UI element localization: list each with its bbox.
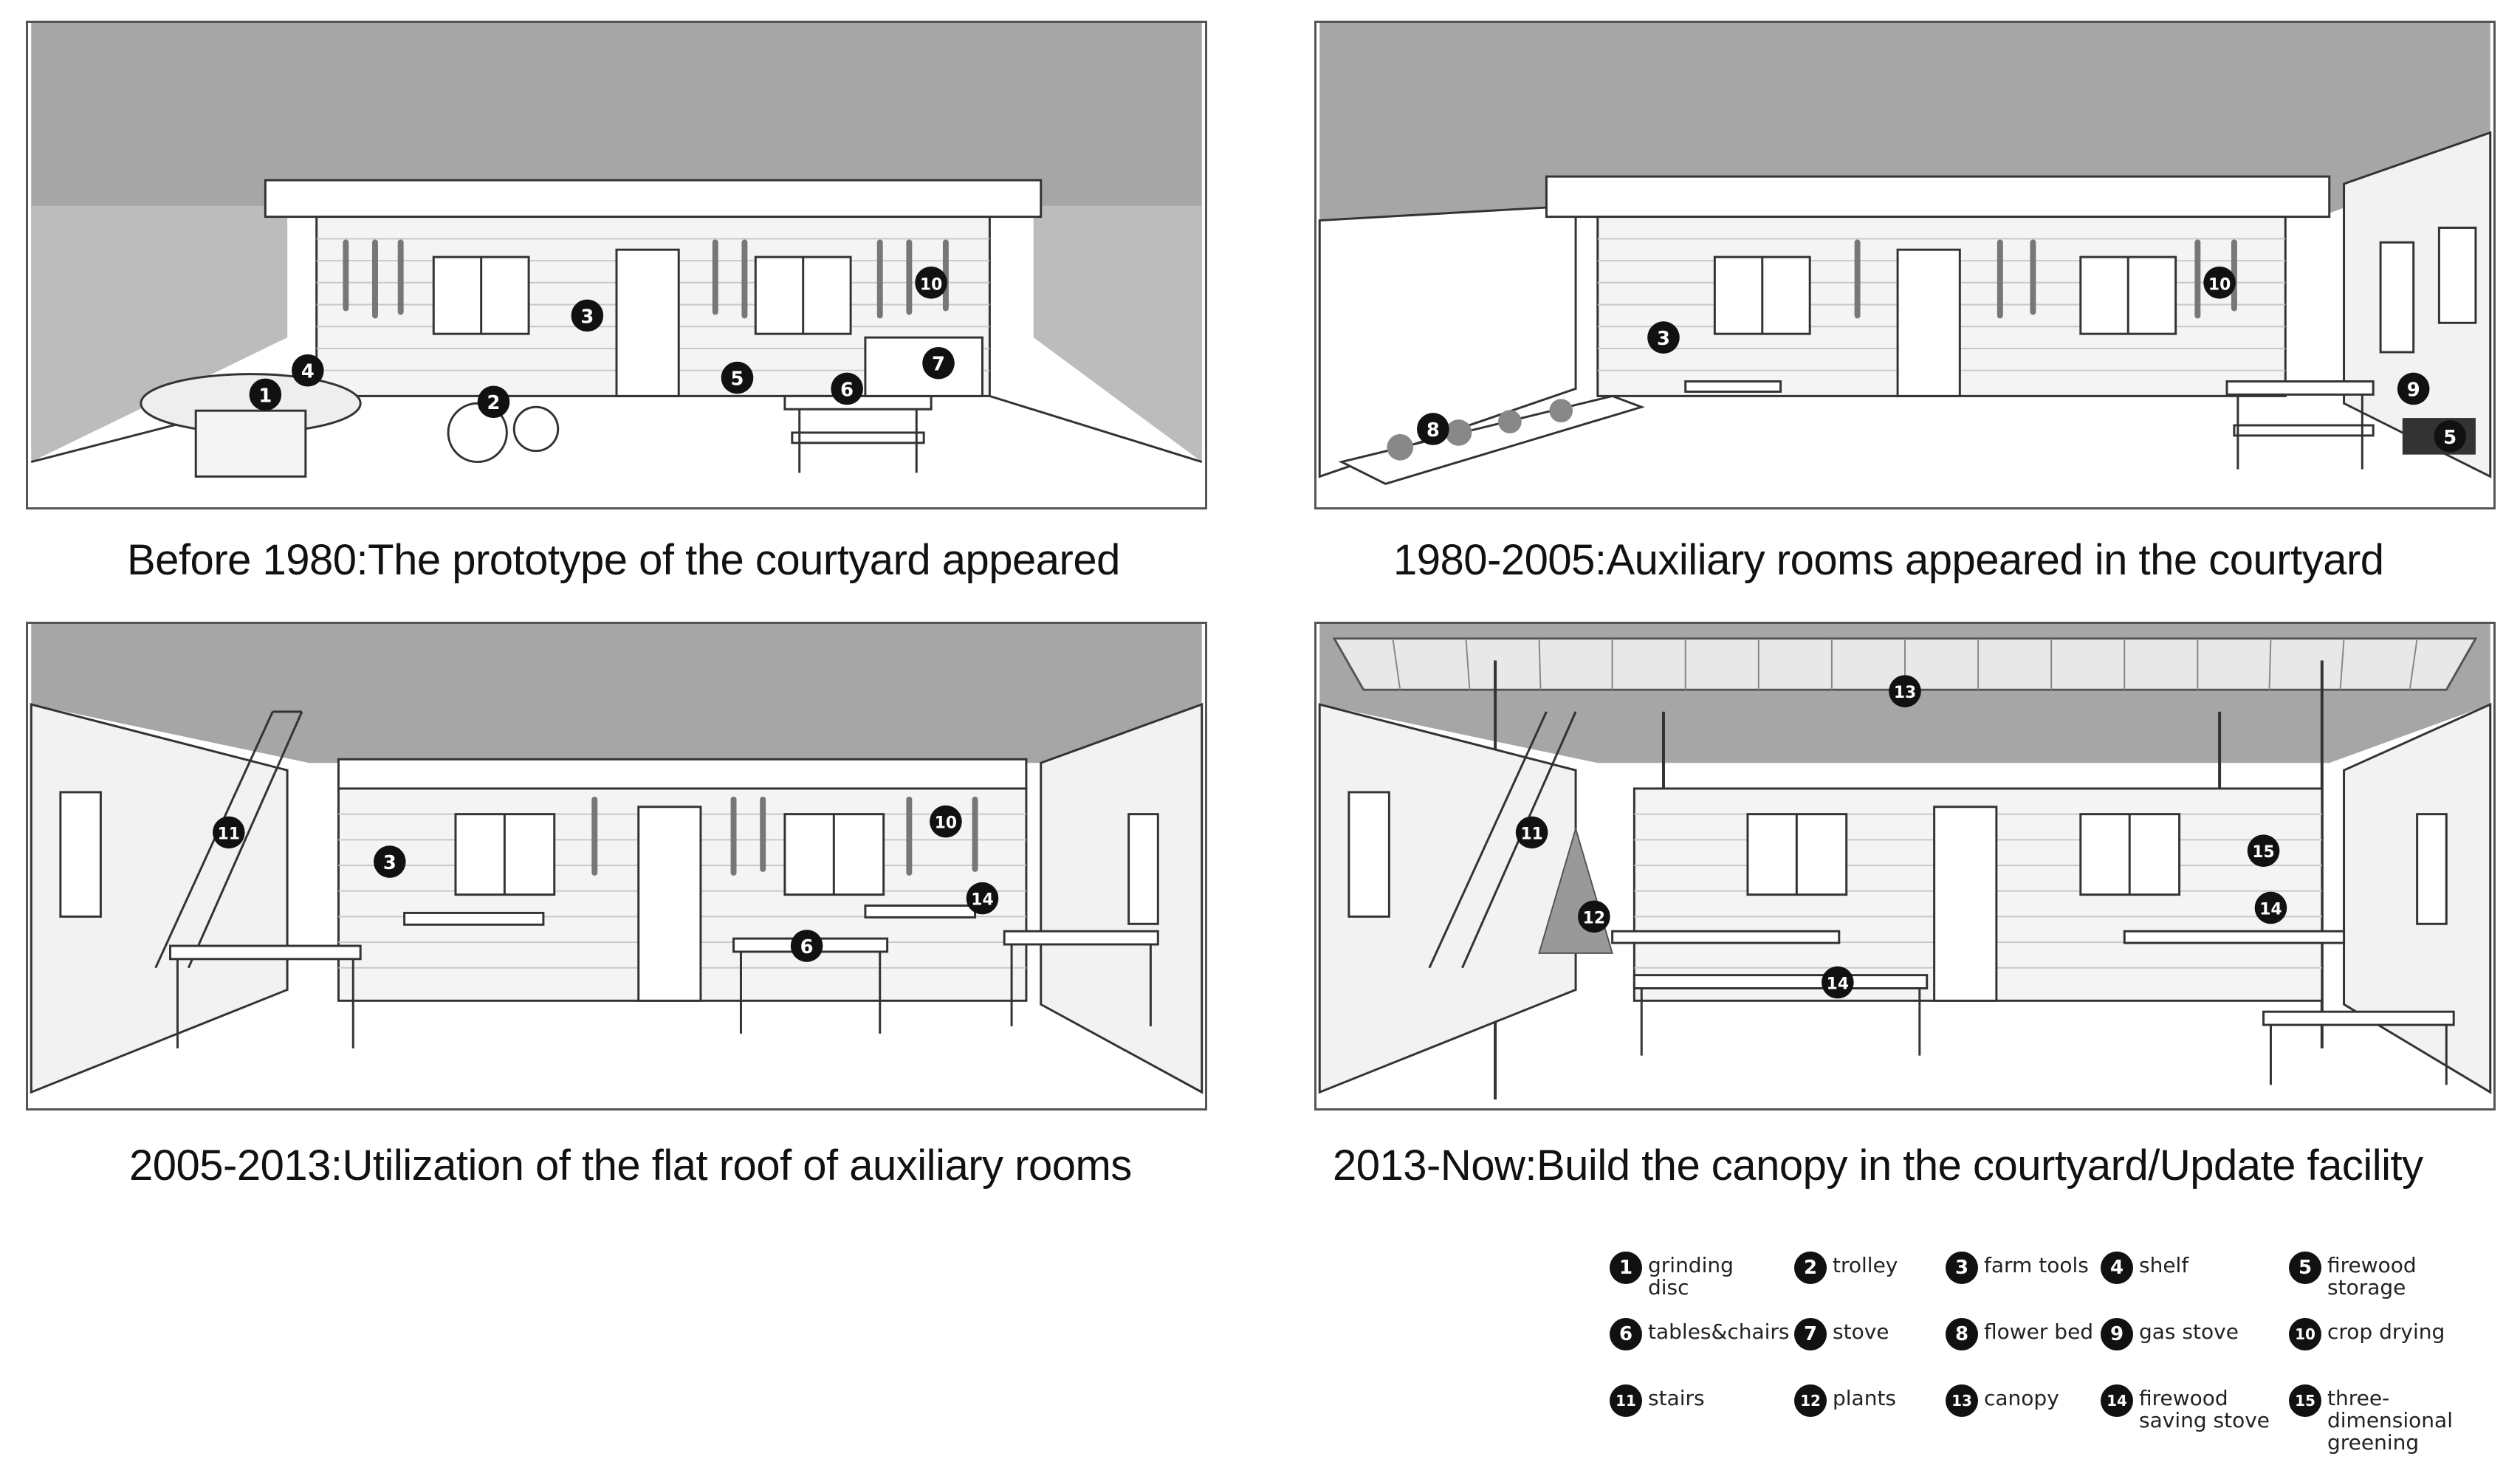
- legend-number: 14: [2101, 1384, 2133, 1417]
- legend-label: firewood saving stove: [2139, 1386, 2270, 1432]
- courtyard-illustration-4: 13 11 12 15 14 14: [1318, 624, 2492, 1108]
- legend-number: 5: [2289, 1252, 2321, 1284]
- legend-number: 10: [2289, 1318, 2321, 1350]
- marker-group-p3: 11 3 10 14 6: [213, 805, 999, 962]
- marker-11: 11: [1520, 825, 1542, 843]
- legend-number: 15: [2289, 1384, 2321, 1417]
- marker-14: 14: [2259, 900, 2282, 919]
- legend-number: 9: [2101, 1318, 2133, 1350]
- legend-number: 4: [2101, 1252, 2133, 1284]
- marker-10: 10: [920, 276, 942, 295]
- courtyard-illustration-1: 1 4 3 10 2 5 6 7: [30, 23, 1203, 507]
- marker-group-p1: 1 4 3 10 2 5 6 7: [249, 266, 955, 419]
- marker-2: 2: [487, 392, 501, 414]
- legend-number: 13: [1946, 1384, 1978, 1417]
- legend-item-shelf: 4 shelf: [2101, 1252, 2188, 1284]
- legend-number: 1: [1610, 1252, 1642, 1284]
- legend-label: flower bed: [1984, 1319, 2094, 1344]
- legend-label: farm tools: [1984, 1253, 2089, 1277]
- marker-10: 10: [935, 814, 957, 832]
- marker-1: 1: [258, 385, 272, 407]
- legend-number: 7: [1794, 1318, 1827, 1350]
- marker-5: 5: [731, 368, 744, 391]
- legend-item-firewood-saving-stove: 14 firewood saving stove: [2101, 1384, 2287, 1432]
- legend-label: three-dimensional greening: [2327, 1386, 2453, 1455]
- marker-15: 15: [2252, 843, 2274, 862]
- legend-number: 3: [1946, 1252, 1978, 1284]
- legend-label: stove: [1833, 1319, 1889, 1344]
- legend-number: 8: [1946, 1318, 1978, 1350]
- marker-8: 8: [1426, 419, 1440, 442]
- legend-item-three-dimensional-greening: 15 three-dimensional greening: [2289, 1384, 2496, 1454]
- marker-13: 13: [1894, 684, 1916, 702]
- marker-group-p4: 13 11 12 15 14 14: [1515, 675, 2287, 999]
- legend-label: gas stove: [2139, 1319, 2239, 1344]
- marker-6: 6: [840, 379, 854, 401]
- legend-label: firewood storage: [2327, 1253, 2417, 1300]
- legend-number: 11: [1610, 1384, 1642, 1417]
- caption-before-1980: Before 1980:The prototype of the courtya…: [127, 536, 1120, 584]
- legend-number: 12: [1794, 1384, 1827, 1417]
- legend-label: stairs: [1648, 1386, 1705, 1410]
- legend-label: shelf: [2139, 1253, 2189, 1277]
- legend-item-gas-stove: 9 gas stove: [2101, 1318, 2239, 1350]
- panel-1980-2005: 3 10 8 9 5: [1314, 21, 2496, 509]
- legend-label: plants: [1833, 1386, 1897, 1410]
- courtyard-illustration-2: 3 10 8 9 5: [1318, 23, 2492, 507]
- legend-label: trolley: [1833, 1253, 1898, 1277]
- legend-label: crop drying: [2327, 1319, 2445, 1344]
- panel-before-1980: 1 4 3 10 2 5 6 7: [26, 21, 1207, 509]
- marker-10: 10: [2208, 276, 2231, 295]
- marker-6: 6: [800, 936, 814, 958]
- legend-item-crop-drying: 10 crop drying: [2289, 1318, 2445, 1350]
- legend-item-stairs: 11 stairs: [1610, 1384, 1705, 1417]
- marker-3: 3: [383, 852, 396, 874]
- caption-2013-now: 2013-Now:Build the canopy in the courtya…: [1333, 1142, 2423, 1190]
- marker-4: 4: [301, 361, 315, 383]
- marker-3: 3: [580, 306, 594, 328]
- legend-label: grinding disc: [1648, 1253, 1734, 1300]
- legend-label: tables&chairs: [1648, 1319, 1790, 1344]
- caption-1980-2005: 1980-2005:Auxiliary rooms appeared in th…: [1393, 536, 2384, 584]
- legend-item-trolley: 2 trolley: [1794, 1252, 1898, 1284]
- marker-14: 14: [971, 891, 993, 910]
- legend-number: 2: [1794, 1252, 1827, 1284]
- marker-3: 3: [1657, 328, 1670, 350]
- legend-item-farm-tools: 3 farm tools: [1946, 1252, 2089, 1284]
- panel-2005-2013: 11 3 10 14 6: [26, 622, 1207, 1111]
- legend-item-plants: 12 plants: [1794, 1384, 1896, 1417]
- marker-7: 7: [932, 354, 945, 376]
- marker-9: 9: [2407, 379, 2420, 401]
- legend-label: canopy: [1984, 1386, 2059, 1410]
- legend-number: 6: [1610, 1318, 1642, 1350]
- legend-item-tables-chairs: 6 tables&chairs: [1610, 1318, 1790, 1350]
- legend-item-flower-bed: 8 flower bed: [1946, 1318, 2093, 1350]
- marker-5: 5: [2443, 427, 2457, 449]
- legend-item-firewood-storage: 5 firewood storage: [2289, 1252, 2496, 1299]
- marker-11: 11: [218, 825, 240, 843]
- legend-item-canopy: 13 canopy: [1946, 1384, 2059, 1417]
- legend-item-grinding-disc: 1 grinding disc: [1610, 1252, 1774, 1299]
- caption-2005-2013: 2005-2013:Utilization of the flat roof o…: [129, 1142, 1132, 1190]
- marker-12: 12: [1583, 909, 1605, 927]
- legend-item-stove: 7 stove: [1794, 1318, 1889, 1350]
- marker-14: 14: [1827, 975, 1849, 993]
- courtyard-illustration-3: 11 3 10 14 6: [30, 624, 1204, 1108]
- panel-2013-now: 13 11 12 15 14 14: [1314, 622, 2496, 1111]
- legend: 1 grinding disc 2 trolley 3 farm tools 4…: [1610, 1252, 2496, 1466]
- marker-group-p2: 3 10 8 9 5: [1417, 266, 2467, 453]
